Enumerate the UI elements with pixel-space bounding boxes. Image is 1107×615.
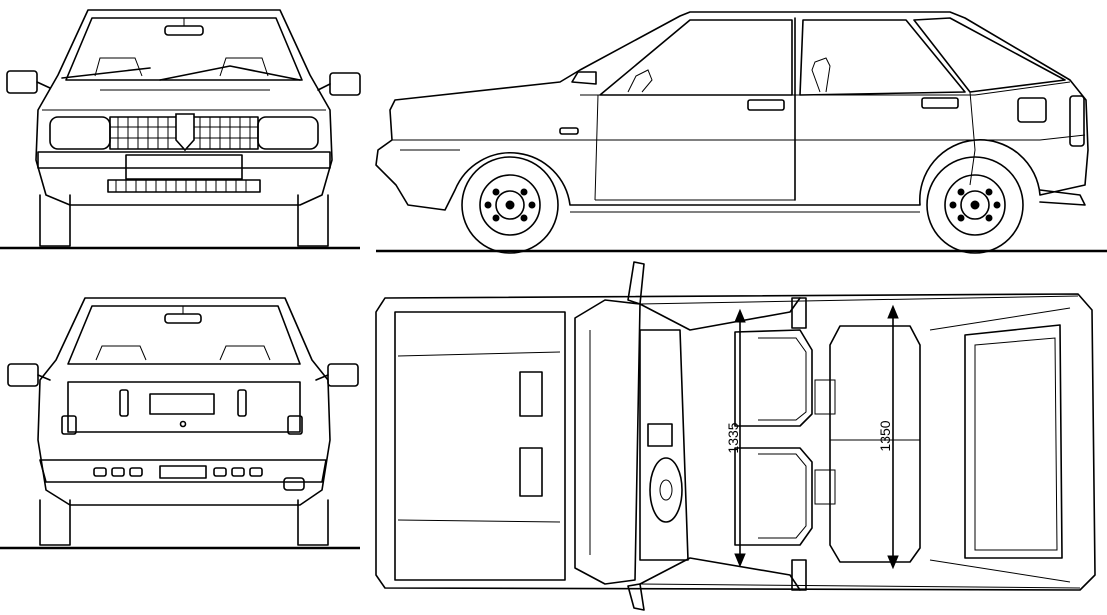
side-body-outline — [375, 11, 1089, 211]
front-left-mirror — [6, 70, 38, 94]
side-rear-door — [969, 91, 976, 186]
rear-bumper-lights — [93, 465, 263, 479]
dimension-rear-width: 1350 — [877, 304, 899, 570]
front-interior-mirror — [164, 25, 204, 36]
front-right-headlight — [257, 116, 319, 150]
top-front-seat-left — [734, 329, 813, 427]
top-steering-wheel — [649, 457, 683, 523]
front-wipers — [61, 65, 301, 81]
side-rear-wheel — [926, 156, 1024, 254]
fuel-filler-door — [1017, 97, 1047, 123]
front-view — [0, 9, 361, 250]
dimension-front-width: 1335 — [725, 308, 746, 568]
rear-exhaust — [283, 477, 305, 491]
rear-body-outline — [37, 297, 331, 506]
dimension-label-1350: 1350 — [877, 420, 893, 451]
side-quarter-window — [913, 17, 1066, 93]
side-marker-light — [559, 127, 579, 135]
rear-bumper — [39, 459, 327, 483]
top-hood-vent-lower — [519, 447, 543, 497]
rear-interior-mirror — [164, 313, 202, 324]
rear-left-tyre — [39, 499, 71, 546]
side-mirror — [571, 71, 597, 85]
front-lower-vent — [107, 179, 261, 193]
front-door-handle — [747, 99, 785, 111]
top-body-outline — [375, 293, 1096, 591]
side-taillight — [1069, 95, 1085, 147]
front-badge — [175, 113, 195, 152]
top-front-seat-right — [734, 447, 813, 546]
front-left-tyre — [39, 194, 71, 247]
top-rear-seat — [829, 325, 921, 563]
side-rear-bumper — [1039, 189, 1086, 206]
front-left-headlight — [49, 116, 111, 150]
rear-view — [0, 297, 360, 550]
side-front-window — [599, 19, 793, 96]
top-hood — [394, 311, 566, 581]
front-plate — [125, 154, 243, 180]
top-hood-vent-upper — [519, 371, 543, 417]
top-view: 1335 1350 — [375, 261, 1096, 611]
grille-mesh — [110, 117, 258, 149]
rear-left-taillight — [61, 415, 77, 435]
front-body-outline — [35, 9, 333, 206]
top-left-mirror — [627, 261, 645, 305]
rear-right-taillight — [287, 415, 303, 435]
top-right-mirror — [627, 583, 645, 611]
side-rear-window — [799, 19, 966, 96]
top-center-console — [647, 423, 673, 447]
side-front-wheel — [461, 156, 559, 254]
front-right-tyre — [297, 194, 329, 247]
rear-right-tyre — [297, 499, 329, 546]
dimension-label-1335: 1335 — [725, 422, 741, 453]
side-view — [375, 11, 1107, 254]
front-right-mirror — [329, 72, 361, 96]
rear-plate — [149, 393, 215, 415]
rear-right-mirror — [327, 363, 359, 387]
front-bumper — [37, 151, 331, 169]
rear-tailgate — [67, 381, 301, 433]
front-windshield — [65, 17, 303, 81]
rear-left-mirror — [7, 363, 39, 387]
side-front-door — [594, 94, 795, 201]
top-rear-hatch — [964, 324, 1063, 559]
top-windshield — [574, 299, 641, 585]
rear-window — [67, 305, 301, 365]
top-dashboard — [639, 329, 689, 561]
rear-door-handle — [921, 97, 959, 109]
